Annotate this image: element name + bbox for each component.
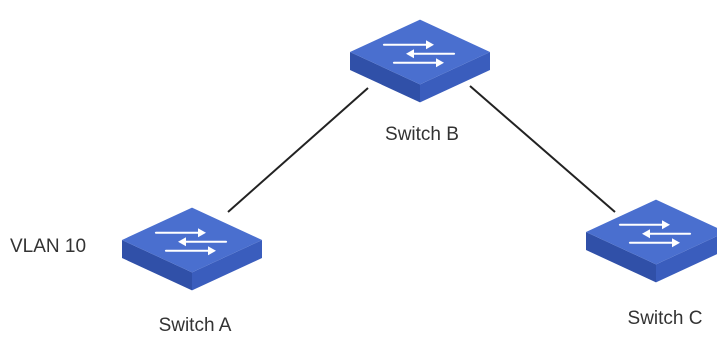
vlan-label: VLAN 10 <box>10 236 86 257</box>
switch-b-icon[interactable] <box>348 18 492 104</box>
switch-b-label: Switch B <box>385 124 459 145</box>
link-switch-b-switch-c <box>469 85 616 213</box>
switch-a-label: Switch A <box>159 315 232 336</box>
switch-c-label: Switch C <box>628 308 703 329</box>
switch-a-icon[interactable] <box>120 206 264 292</box>
switch-c-icon[interactable] <box>584 198 717 284</box>
link-switch-a-switch-b <box>227 87 369 213</box>
